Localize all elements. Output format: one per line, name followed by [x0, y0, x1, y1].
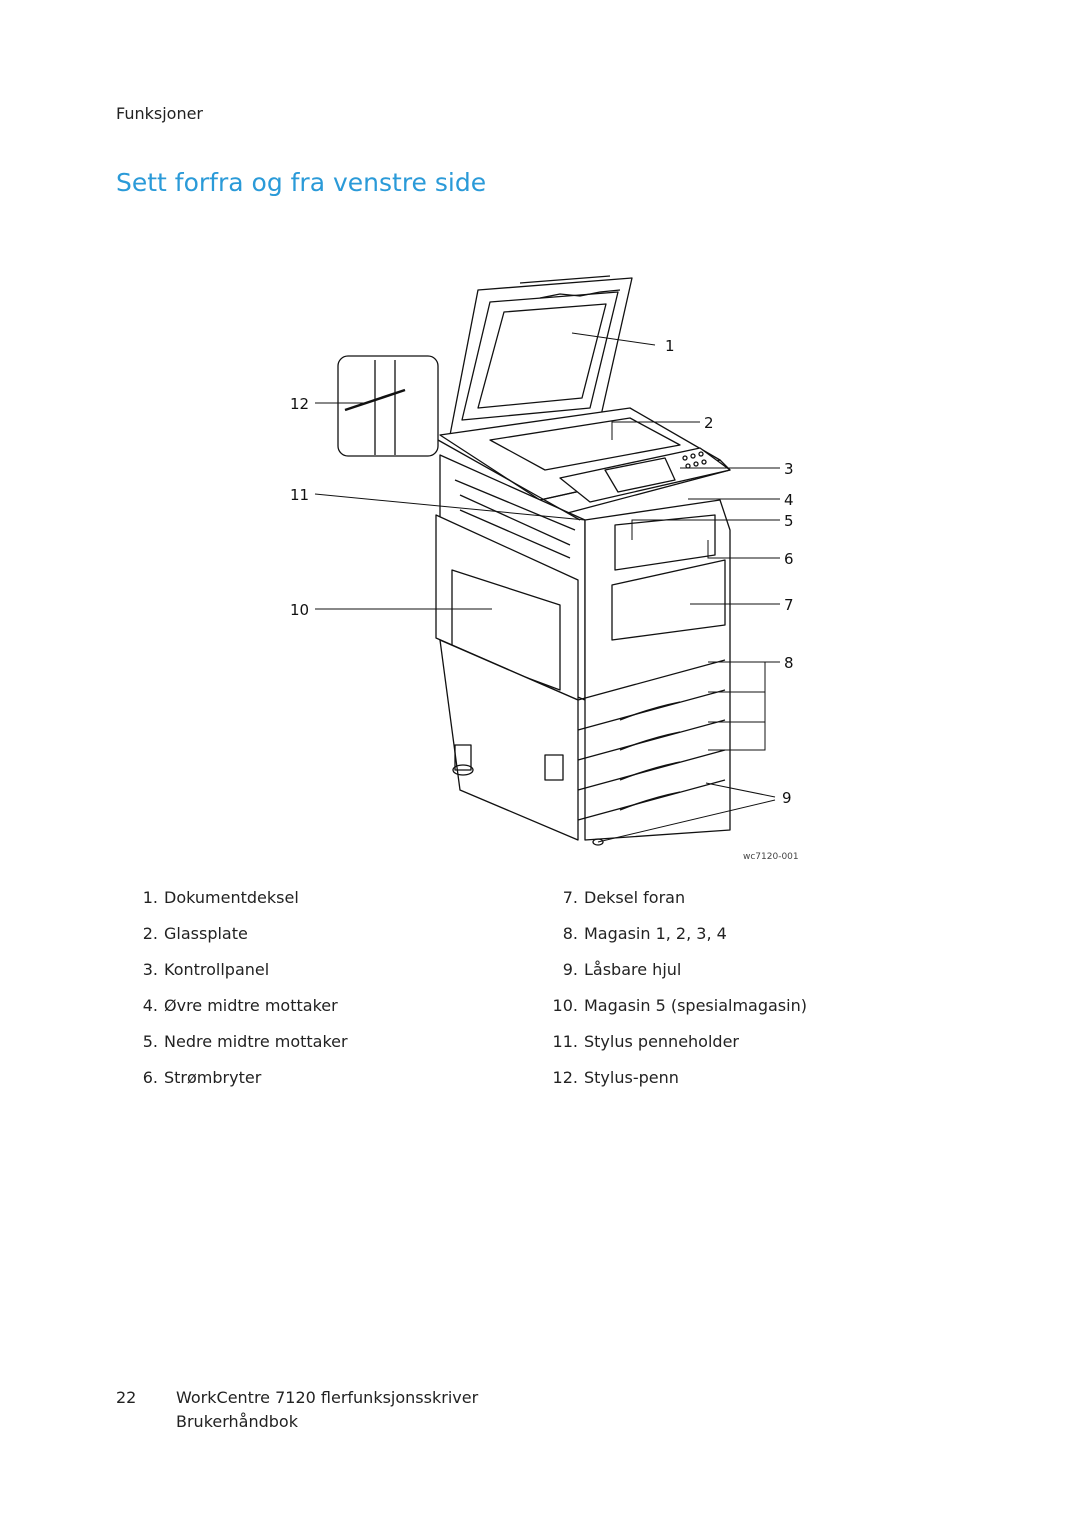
- callout-9: 9: [782, 789, 792, 807]
- legend-num: 8.: [562, 924, 578, 943]
- legend-item: 11. Stylus penneholder: [540, 1024, 807, 1060]
- legend-num: 4.: [142, 996, 158, 1015]
- legend-label: Øvre midtre mottaker: [164, 996, 338, 1015]
- legend-label: Magasin 1, 2, 3, 4: [584, 924, 727, 943]
- legend-num: 10.: [552, 996, 578, 1015]
- legend-item: 6. Strømbryter: [120, 1060, 348, 1096]
- legend-num: 11.: [552, 1032, 578, 1051]
- stylus-inset: [337, 355, 581, 521]
- callout-6: 6: [784, 550, 794, 568]
- legend-item: 5. Nedre midtre mottaker: [120, 1024, 348, 1060]
- footer-book-line2: Brukerhåndbok: [176, 1412, 298, 1431]
- legend-num: 12.: [552, 1068, 578, 1087]
- lower-cabinet: [439, 639, 579, 841]
- legend-item: 1. Dokumentdeksel: [120, 880, 348, 916]
- legend-label: Nedre midtre mottaker: [164, 1032, 348, 1051]
- callout-4: 4: [784, 491, 794, 509]
- printer-illustration: 1 2 3 4 5 6 7 8 9 10 11 12 wc7120-001: [290, 275, 799, 862]
- legend-label: Låsbare hjul: [584, 960, 682, 979]
- legend-label: Magasin 5 (spesialmagasin): [584, 996, 807, 1015]
- printer-diagram: 1 2 3 4 5 6 7 8 9 10 11 12 wc7120-001: [290, 275, 799, 862]
- document-cover: [449, 275, 633, 436]
- legend-num: 3.: [142, 960, 158, 979]
- caster-wheel: [452, 744, 604, 846]
- legend-item: 8. Magasin 1, 2, 3, 4: [540, 916, 807, 952]
- legend-label: Stylus penneholder: [584, 1032, 739, 1051]
- legend-label: Glassplate: [164, 924, 248, 943]
- callout-numbers: 1 2 3 4 5 6 7 8 9 10 11 12 wc7120-001: [290, 337, 799, 862]
- legend-item: 4. Øvre midtre mottaker: [120, 988, 348, 1024]
- legend-right: 7. Deksel foran 8. Magasin 1, 2, 3, 4 9. Lå…: [540, 880, 807, 1096]
- callout-12: 12: [290, 395, 309, 413]
- callout-7: 7: [784, 596, 794, 614]
- page-title: Sett forfra og fra venstre side: [116, 168, 487, 197]
- footer-page-number: 22: [116, 1388, 137, 1407]
- control-panel: [559, 447, 731, 503]
- callout-11: 11: [290, 486, 309, 504]
- legend-num: 5.: [142, 1032, 158, 1051]
- legend-num: 7.: [562, 888, 578, 907]
- callout-leaders: [314, 332, 780, 843]
- legend-label: Strømbryter: [164, 1068, 262, 1087]
- legend-item: 12. Stylus-penn: [540, 1060, 807, 1096]
- legend-label: Dokumentdeksel: [164, 888, 299, 907]
- legend-num: 6.: [142, 1068, 158, 1087]
- legend-item: 7. Deksel foran: [540, 880, 807, 916]
- legend-left: 1. Dokumentdeksel 2. Glassplate 3. Kontroll…: [120, 880, 348, 1096]
- legend-label: Kontrollpanel: [164, 960, 270, 979]
- legend-num: 9.: [562, 960, 578, 979]
- paper-trays: [577, 659, 726, 821]
- legend-item: 3. Kontrollpanel: [120, 952, 348, 988]
- callout-8: 8: [784, 654, 794, 672]
- legend-item: 10. Magasin 5 (spesialmagasin): [540, 988, 807, 1024]
- legend-label: Deksel foran: [584, 888, 686, 907]
- legend-num: 2.: [142, 924, 158, 943]
- callout-2: 2: [704, 414, 714, 432]
- running-head: Funksjoner: [116, 104, 204, 123]
- callout-3: 3: [784, 460, 794, 478]
- footer-book-line1: WorkCentre 7120 flerfunksjonsskriver: [176, 1388, 479, 1407]
- legend-item: 2. Glassplate: [120, 916, 348, 952]
- figure-id: wc7120-001: [743, 852, 799, 862]
- callout-5: 5: [784, 512, 794, 530]
- footer-book-title: WorkCentre 7120 flerfunksjonsskriver Bru…: [176, 1386, 478, 1434]
- legend-label: Stylus-penn: [584, 1068, 679, 1087]
- callout-1: 1: [665, 337, 675, 355]
- printer-front: [584, 499, 731, 841]
- callout-10: 10: [290, 601, 309, 619]
- legend-num: 1.: [142, 888, 158, 907]
- legend-item: 9. Låsbare hjul: [540, 952, 807, 988]
